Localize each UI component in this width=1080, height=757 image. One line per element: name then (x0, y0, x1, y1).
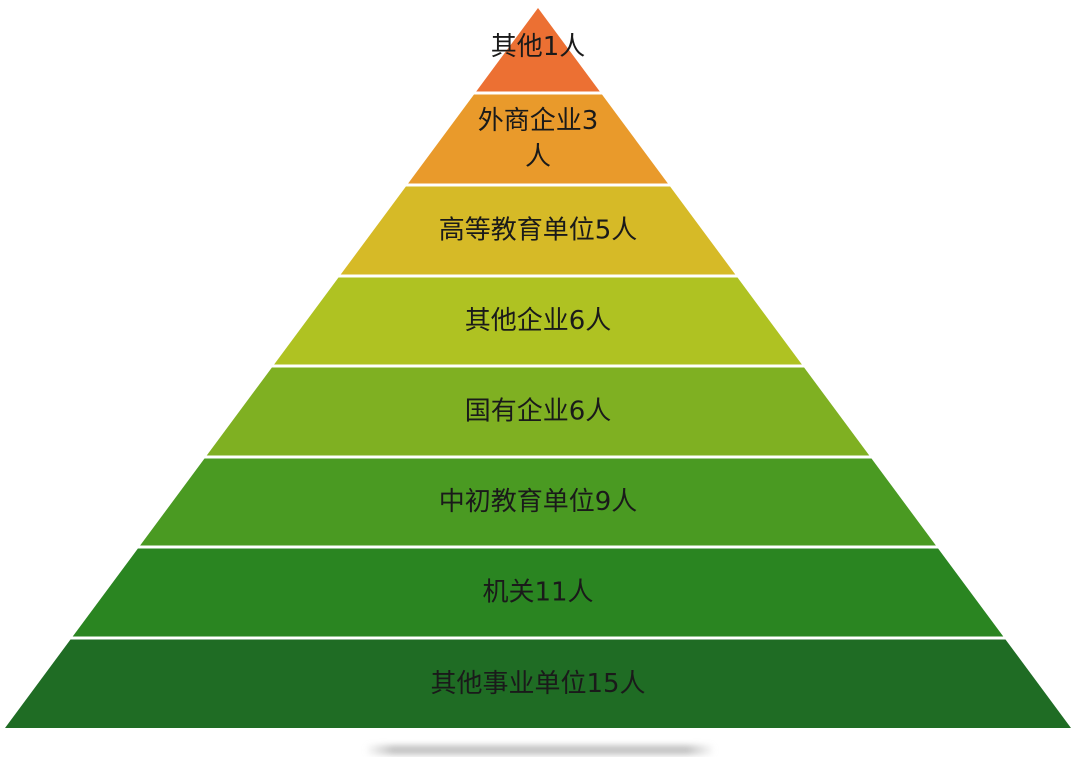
pyramid-tier-8 (5, 639, 1071, 728)
pyramid-tiers (5, 8, 1071, 728)
pyramid-tier-3 (340, 186, 736, 275)
pyramid-tier-4-label: 其他企业6人 (465, 306, 612, 336)
pyramid-tier-1-label: 其他1人 (491, 32, 586, 62)
pyramid-tier-6-label: 中初教育单位9人 (439, 487, 638, 517)
pyramid-tier-6 (140, 458, 936, 546)
pyramid-tier-4 (274, 277, 802, 365)
pyramid-tier-7-label: 机关11人 (482, 578, 593, 608)
pyramid-tier-7 (72, 548, 1004, 637)
pyramid-tier-5 (206, 367, 870, 456)
pyramid-tier-1 (476, 8, 600, 92)
pyramid-tier-5-label: 国有企业6人 (465, 397, 612, 427)
pyramid-tier-2 (408, 94, 668, 184)
pyramid-tier-3-label: 高等教育单位5人 (439, 216, 638, 246)
pyramid-tier-8-label: 其他事业单位15人 (430, 669, 645, 699)
blurred-caption (365, 745, 715, 755)
